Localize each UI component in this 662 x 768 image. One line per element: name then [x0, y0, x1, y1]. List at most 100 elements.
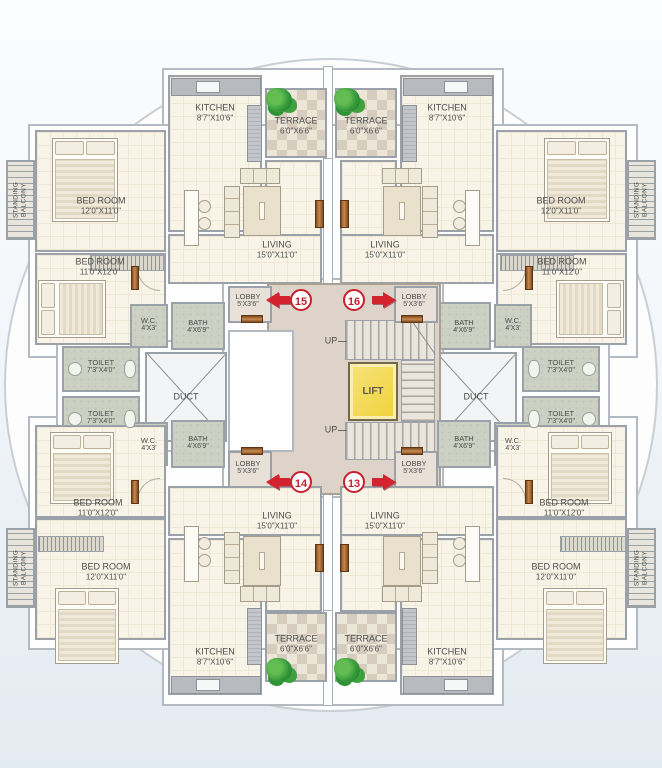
sofa: [382, 168, 422, 184]
entrance-door: [401, 447, 423, 455]
wardrobe: [560, 536, 626, 552]
chair: [198, 537, 211, 550]
door: [131, 480, 139, 504]
washbasin: [582, 362, 596, 376]
chair: [198, 554, 211, 567]
room-bath-bottom-left: [171, 420, 225, 468]
dining-table: [465, 526, 480, 582]
spine-wall-mid-top: [323, 158, 333, 288]
door: [315, 200, 324, 228]
washbasin: [68, 362, 82, 376]
flat-number-15: 15: [290, 289, 312, 311]
standing-balcony-bottom-right: [627, 528, 656, 608]
chair: [198, 200, 211, 213]
sofa: [240, 168, 280, 184]
coffee-table: [243, 536, 281, 586]
chair: [453, 537, 466, 550]
plant-icon: [266, 658, 292, 682]
flat-15-arrow-icon: [266, 292, 292, 308]
chair: [453, 217, 466, 230]
bed: [50, 432, 114, 504]
flat-number-14: 14: [290, 471, 312, 493]
room-bath-top-left: [171, 302, 225, 350]
door: [340, 544, 349, 572]
coffee-table: [383, 536, 421, 586]
entrance-door: [241, 447, 263, 455]
coffee-table: [383, 186, 421, 236]
chair: [453, 200, 466, 213]
room-bath-top-right: [437, 302, 491, 350]
label-standing-balcony-bottom-left: STANDING BALCONY: [12, 549, 28, 587]
standing-balcony-bottom-left: [6, 528, 35, 608]
wardrobe: [38, 536, 104, 552]
label-duct-right: DUCT: [463, 391, 489, 402]
door: [131, 266, 139, 290]
room-lobby-bottom-right: [394, 451, 438, 488]
room-bath-bottom-right: [437, 420, 491, 468]
room-living-top-left: [168, 234, 322, 284]
dining-table: [184, 526, 199, 582]
up-leader-line: [338, 430, 347, 431]
kitchen-sink: [444, 81, 468, 93]
kitchen-appliance: [402, 608, 417, 665]
wardrobe: [90, 255, 164, 271]
lift: LIFT: [348, 362, 398, 421]
bed: [55, 588, 119, 664]
flat-number-16: 16: [343, 289, 365, 311]
room-wc-top-right: [494, 304, 532, 348]
plant-icon: [334, 658, 360, 682]
door: [315, 544, 324, 572]
room-terrace-bottom-left: [265, 612, 327, 682]
toilet-pan: [528, 410, 540, 428]
sofa: [422, 532, 438, 584]
door: [525, 480, 533, 504]
label-wc-bottom-left: W.C.4'X3': [140, 435, 158, 453]
kitchen-sink: [196, 81, 220, 93]
chair: [198, 217, 211, 230]
label-standing-balcony-top-right: STANDING BALCONY: [633, 181, 649, 219]
label-up-top: UP: [324, 335, 338, 346]
staircase-upper-flight: [345, 320, 435, 360]
bed: [548, 432, 612, 504]
kitchen-sink: [444, 679, 468, 691]
bed: [556, 280, 624, 338]
core-void: [228, 330, 294, 452]
wardrobe: [500, 255, 574, 271]
sofa: [382, 586, 422, 602]
spine-wall-mid-bottom: [323, 486, 333, 614]
plant-icon: [266, 88, 292, 112]
bed: [38, 280, 106, 338]
label-standing-balcony-bottom-right: STANDING BALCONY: [633, 549, 649, 587]
sofa: [224, 186, 240, 238]
label-duct-left: DUCT: [173, 391, 199, 402]
toilet-pan: [124, 410, 136, 428]
kitchen-appliance: [402, 105, 417, 162]
plant-icon: [334, 88, 360, 112]
coffee-table: [243, 186, 281, 236]
bed: [52, 138, 118, 222]
sofa: [422, 186, 438, 238]
label-up-bottom: UP: [324, 424, 338, 435]
staircase-landing-flight: [401, 360, 435, 422]
flat-13-arrow-icon: [370, 474, 396, 490]
